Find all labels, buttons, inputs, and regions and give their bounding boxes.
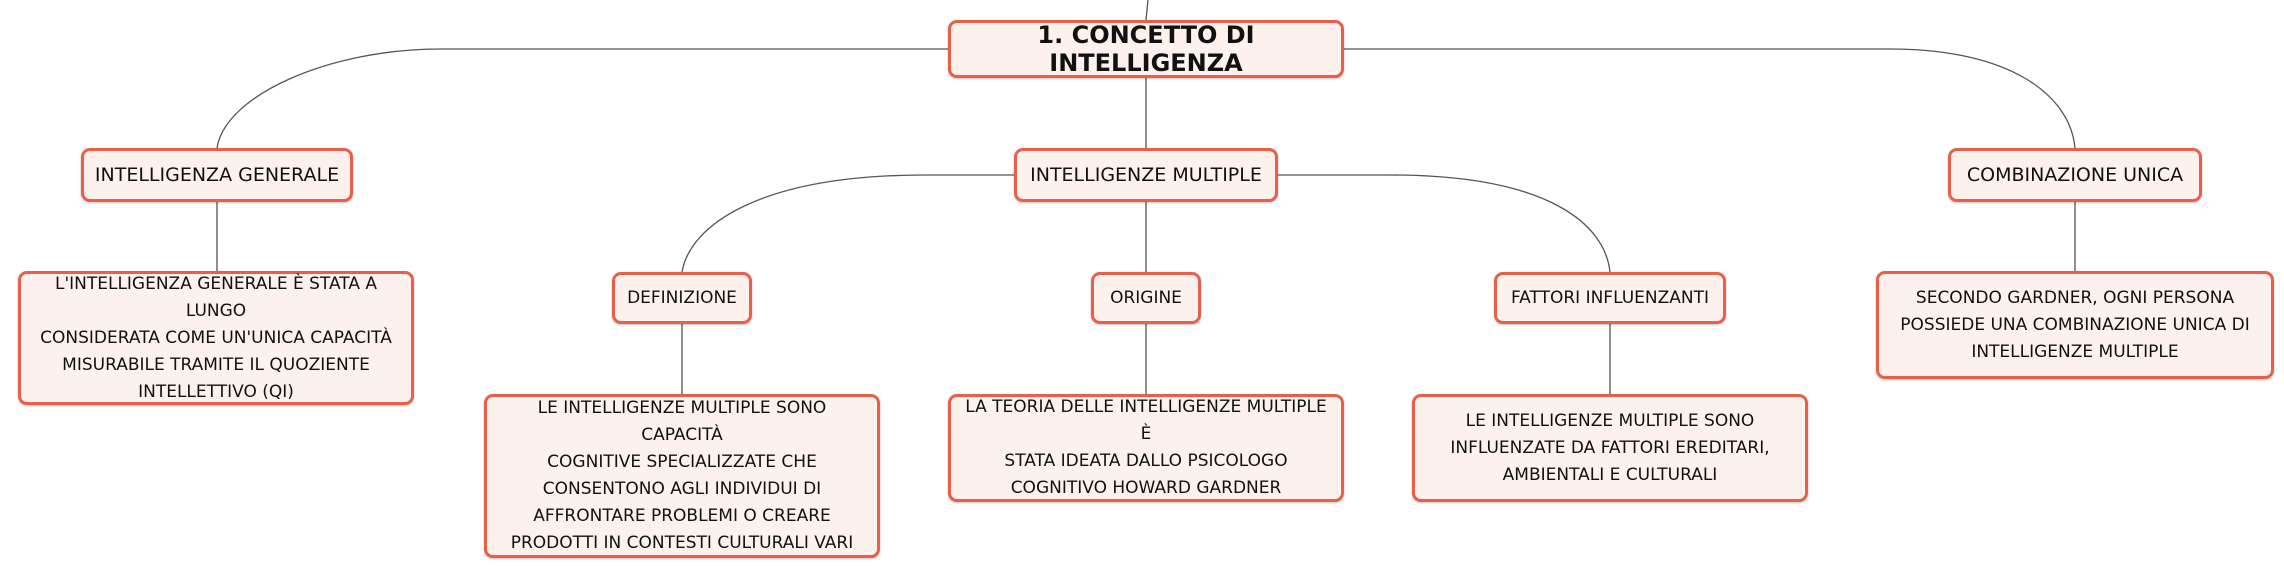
- node-fattori-influenzanti[interactable]: FATTORI INFLUENZANTI: [1494, 272, 1726, 324]
- root-label: 1. CONCETTO DI INTELLIGENZA: [1037, 21, 1255, 77]
- connector-parent-root: [1145, 0, 1149, 21]
- node-intelligenze-multiple-label: INTELLIGENZE MULTIPLE: [1030, 164, 1262, 186]
- node-origine-label: ORIGINE: [1110, 288, 1182, 308]
- connector-multiple-definizione: [681, 174, 1018, 273]
- node-intelligenze-multiple[interactable]: INTELLIGENZE MULTIPLE: [1014, 148, 1278, 202]
- node-intelligenza-generale[interactable]: INTELLIGENZA GENERALE: [81, 148, 353, 202]
- detail-origine-text: LA TEORIA DELLE INTELLIGENZE MULTIPLE È …: [965, 397, 1327, 498]
- detail-fattori-influenzanti-text: LE INTELLIGENZE MULTIPLE SONO INFLUENZAT…: [1450, 410, 1770, 485]
- node-definizione-label: DEFINIZIONE: [627, 288, 737, 308]
- connector-root-generale: [216, 48, 948, 149]
- node-combinazione-unica-label: COMBINAZIONE UNICA: [1966, 164, 2184, 186]
- root-node[interactable]: 1. CONCETTO DI INTELLIGENZA: [948, 20, 1344, 78]
- node-intelligenza-generale-label: INTELLIGENZA GENERALE: [94, 164, 340, 186]
- detail-intelligenza-generale[interactable]: L'INTELLIGENZA GENERALE È STATA A LUNGO …: [18, 271, 414, 405]
- detail-intelligenza-generale-text: L'INTELLIGENZA GENERALE È STATA A LUNGO …: [40, 273, 392, 402]
- connector-root-combinazione: [1344, 48, 2076, 149]
- detail-fattori-influenzanti[interactable]: LE INTELLIGENZE MULTIPLE SONO INFLUENZAT…: [1412, 394, 1808, 502]
- detail-definizione-text: LE INTELLIGENZE MULTIPLE SONO CAPACITÀ C…: [510, 398, 854, 553]
- node-combinazione-unica[interactable]: COMBINAZIONE UNICA: [1948, 148, 2202, 202]
- detail-definizione[interactable]: LE INTELLIGENZE MULTIPLE SONO CAPACITÀ C…: [484, 394, 880, 558]
- detail-combinazione-unica-text: SECONDO GARDNER, OGNI PERSONA POSSIEDE U…: [1900, 287, 2250, 362]
- detail-origine[interactable]: LA TEORIA DELLE INTELLIGENZE MULTIPLE È …: [948, 394, 1344, 502]
- node-definizione[interactable]: DEFINIZIONE: [612, 272, 752, 324]
- node-origine[interactable]: ORIGINE: [1091, 272, 1201, 324]
- node-fattori-influenzanti-label: FATTORI INFLUENZANTI: [1510, 288, 1710, 308]
- detail-combinazione-unica[interactable]: SECONDO GARDNER, OGNI PERSONA POSSIEDE U…: [1876, 271, 2274, 379]
- connector-multiple-fattori: [1274, 174, 1611, 273]
